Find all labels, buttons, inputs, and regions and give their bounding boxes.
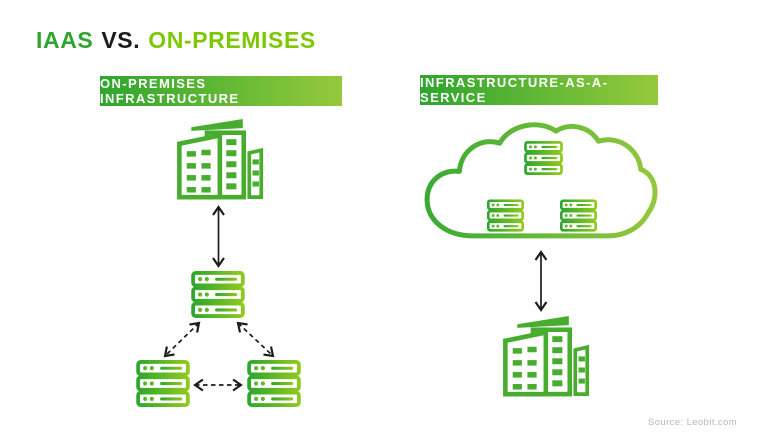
bottom-left-server-rack-icon: [136, 360, 190, 407]
cloud-icon: [424, 122, 658, 239]
title-segment-iaas: IAAS: [36, 27, 94, 53]
title-segment-onpremises: ON-PREMISES: [148, 27, 316, 53]
right-panel-header: INFRASTRUCTURE-AS-A-SERVICE: [420, 75, 658, 105]
title-segment-vs: VS.: [101, 27, 141, 53]
bottom-right-server-rack-icon: [247, 360, 301, 407]
page-title: IAAS VS. ON-PREMISES: [36, 27, 316, 53]
server-to-bottom-right-arrow: [236, 321, 275, 358]
office-building-icon: [498, 313, 590, 398]
left-panel-header: ON-PREMISES INFRASTRUCTURE: [100, 76, 342, 106]
server-to-bottom-left-arrow: [163, 321, 201, 358]
office-building-icon: [172, 116, 264, 201]
cloud-top-server-rack-icon: [524, 141, 563, 175]
cloud-left-server-rack-icon: [487, 199, 524, 232]
source-attribution: Source: Leobit.com: [648, 417, 738, 428]
central-server-rack-icon: [191, 271, 245, 318]
cloud-right-server-rack-icon: [560, 199, 597, 232]
